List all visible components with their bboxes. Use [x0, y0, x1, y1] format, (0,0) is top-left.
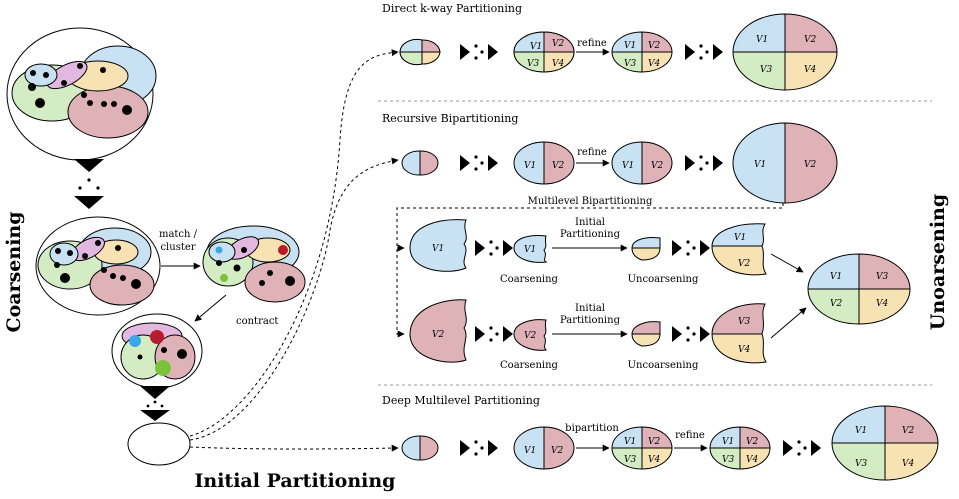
svg-text:V1: V1 [530, 42, 542, 52]
deep-four-way-partition: V1 V2 V3 V4 [611, 426, 673, 470]
svg-text:V3: V3 [876, 272, 888, 282]
coarsest-hypergraph [127, 422, 191, 466]
clustered-hypergraph [202, 225, 306, 303]
svg-text:Partitioning: Partitioning [560, 229, 621, 240]
svg-text:V2: V2 [648, 437, 660, 447]
svg-text:V1: V1 [624, 41, 636, 51]
svg-text:Initial: Initial [575, 303, 605, 314]
svg-text:V3: V3 [760, 65, 772, 75]
svg-text:V1: V1 [830, 272, 842, 282]
svg-text:V2: V2 [648, 41, 660, 51]
direct-final-partition: V1 V2 V3 V4 [732, 13, 838, 91]
svg-text:refine: refine [577, 147, 607, 158]
input-hypergraph [6, 27, 157, 161]
rb-v1-initial [631, 237, 661, 261]
svg-text:V3: V3 [855, 459, 867, 469]
svg-text:V4: V4 [648, 455, 660, 465]
svg-text:Uncoarsening: Uncoarsening [628, 360, 699, 371]
svg-text:V2: V2 [432, 330, 444, 340]
rb-coarse-bipartition: V1 V2 [513, 141, 575, 185]
svg-text:Partitioning: Partitioning [560, 315, 621, 326]
svg-text:V2: V2 [746, 437, 758, 447]
svg-text:V4: V4 [876, 299, 888, 309]
svg-text:V3: V3 [738, 317, 750, 327]
svg-text:V1: V1 [855, 426, 867, 436]
svg-text:refine: refine [577, 38, 607, 49]
level-1-hypergraph [35, 216, 161, 316]
svg-text:V4: V4 [552, 59, 564, 69]
svg-text:V2: V2 [738, 259, 750, 269]
svg-text:V4: V4 [746, 455, 758, 465]
direct-coarse-partition: V1 V2 V3 V4 [513, 31, 575, 73]
match-label-1: match / [159, 229, 198, 240]
svg-text:V1: V1 [432, 244, 444, 254]
svg-text:V1: V1 [524, 446, 536, 456]
direct-refined-partition: V1 V2 V3 V4 [611, 31, 673, 73]
svg-text:V2: V2 [551, 446, 563, 456]
svg-text:V1: V1 [754, 160, 766, 170]
rb-initial-bipartition [401, 150, 439, 176]
svg-text:V2: V2 [804, 35, 816, 45]
svg-text:Uncoarsening: Uncoarsening [628, 274, 699, 285]
svg-text:V1: V1 [756, 35, 768, 45]
rb-v1-subproblem: V1 [409, 219, 467, 272]
svg-text:V3: V3 [624, 59, 636, 69]
svg-text:Coarsening: Coarsening [500, 360, 559, 371]
direct-initial-partition [399, 38, 441, 66]
svg-text:V2: V2 [804, 160, 816, 170]
svg-text:refine: refine [675, 430, 705, 441]
rb-refined-bipartition: V1 V2 [611, 141, 673, 185]
svg-text:V4: V4 [804, 65, 816, 75]
svg-text:V4: V4 [902, 459, 914, 469]
svg-text:V1: V1 [622, 161, 634, 171]
svg-text:V2: V2 [524, 331, 536, 341]
svg-text:V1: V1 [524, 245, 536, 255]
svg-text:V3: V3 [624, 455, 636, 465]
svg-text:V2: V2 [552, 161, 564, 171]
rb-v2-subproblem: V2 [409, 299, 467, 363]
deep-coarse-bipartition: V1 V2 [513, 426, 575, 470]
contracted-hypergraph [111, 313, 203, 389]
svg-text:V2: V2 [552, 39, 564, 49]
rb-v2-coarse: V2 [513, 319, 548, 351]
deep-final-partition: V1 V2 V3 V4 [831, 405, 939, 481]
rb-final-kway: V1 V3 V2 V4 [807, 253, 911, 325]
svg-text:V4: V4 [648, 59, 660, 69]
svg-text:V2: V2 [651, 161, 663, 171]
svg-text:V1: V1 [624, 437, 636, 447]
rb-v2-initial [631, 321, 661, 347]
deep-multilevel-heading: Deep Multilevel Partitioning [382, 394, 540, 407]
deep-initial-bipartition [401, 435, 439, 461]
svg-text:V3: V3 [722, 455, 734, 465]
coarsening-title: Coarsening [3, 211, 25, 332]
svg-text:Initial: Initial [575, 217, 605, 228]
svg-text:Coarsening: Coarsening [500, 274, 559, 285]
svg-text:V1: V1 [734, 233, 746, 243]
svg-text:V2: V2 [830, 299, 842, 309]
uncoarsening-title: Unoarsening [927, 194, 949, 330]
svg-text:V3: V3 [527, 59, 539, 69]
recursive-heading: Recursive Bipartitioning [382, 112, 518, 125]
svg-text:V1: V1 [524, 161, 536, 171]
initial-partitioning-title: Initial Partitioning [195, 470, 396, 492]
multilevel-bipartitioning-label: Multilevel Bipartitioning [528, 196, 653, 207]
rb-final-bipartition: V1 V2 [732, 122, 838, 204]
deep-refined-partition: V1 V2 V3 V4 [709, 426, 771, 470]
svg-text:V1: V1 [722, 437, 734, 447]
rb-v1-coarse: V1 [513, 235, 548, 263]
svg-text:bipartition: bipartition [565, 423, 619, 434]
rb-v2-refined: V3 V4 [711, 303, 767, 364]
rb-v1-refined: V1 V2 [711, 223, 767, 276]
svg-text:V4: V4 [738, 345, 750, 355]
svg-text:V2: V2 [902, 426, 914, 436]
match-label-2: cluster [160, 242, 195, 253]
contract-label: contract [236, 316, 278, 327]
direct-kway-heading: Direct k-way Partitioning [382, 2, 522, 15]
